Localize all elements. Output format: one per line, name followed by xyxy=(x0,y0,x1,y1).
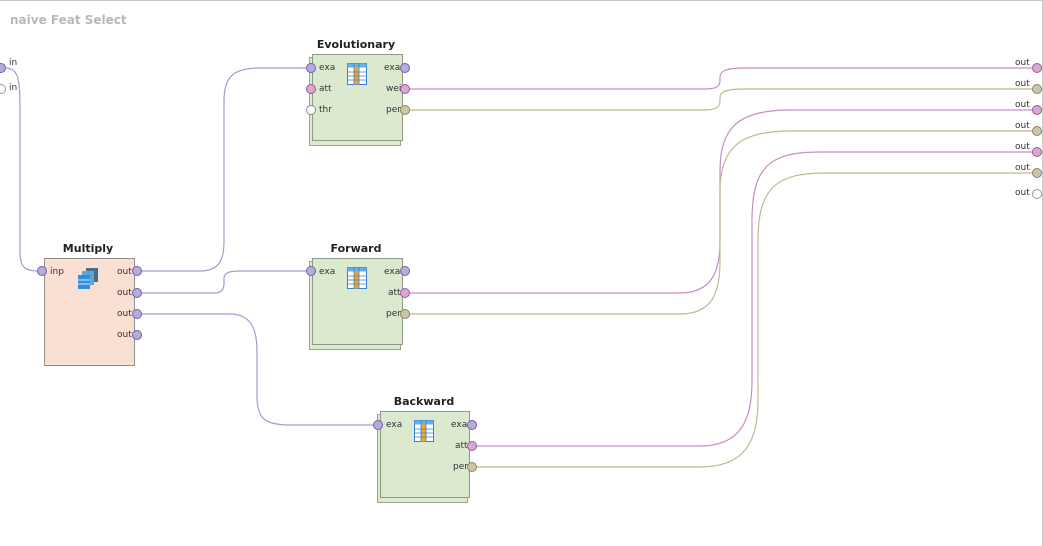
operator-title: Forward xyxy=(330,242,382,255)
port-label: per xyxy=(386,105,401,115)
port-label: out xyxy=(1015,100,1030,110)
evolutionary-port-wei-out[interactable] xyxy=(400,84,410,94)
table-select-icon xyxy=(347,267,367,289)
port-label: out xyxy=(117,267,132,277)
port-label: per xyxy=(386,309,401,319)
port-label: out xyxy=(1015,142,1030,152)
port-circle[interactable] xyxy=(0,63,6,73)
evolutionary-port-exa-in[interactable] xyxy=(306,63,316,73)
port-label: inp xyxy=(50,267,64,277)
forward-port-exa-in[interactable] xyxy=(306,266,316,276)
port-label: per xyxy=(453,462,468,472)
backward-port-exa-out[interactable] xyxy=(467,420,477,430)
backward-port-exa-in[interactable] xyxy=(373,420,383,430)
port-circle[interactable] xyxy=(1032,126,1042,136)
wire-multiply-to-forward xyxy=(141,270,310,294)
port-label: out xyxy=(1015,79,1030,89)
multiply-port-out-1[interactable] xyxy=(132,266,142,276)
port-circle[interactable] xyxy=(1032,63,1042,73)
backward-port-per-out[interactable] xyxy=(467,462,477,472)
table-select-icon xyxy=(414,420,434,442)
port-label: exa xyxy=(386,420,403,430)
wire-forward-per-out xyxy=(408,130,1036,315)
evolutionary-port-thr-in[interactable] xyxy=(306,105,316,115)
operator-title: Backward xyxy=(393,395,455,408)
port-label: wei xyxy=(386,84,402,94)
evolutionary-port-exa-out[interactable] xyxy=(400,63,410,73)
port-label: exa xyxy=(384,267,401,277)
forward-port-att-out[interactable] xyxy=(400,288,410,298)
process-title: naive Feat Select xyxy=(10,13,127,27)
multiply-icon xyxy=(78,268,98,289)
port-label: out xyxy=(117,288,132,298)
port-circle[interactable] xyxy=(1032,147,1042,157)
evolutionary-port-att-in[interactable] xyxy=(306,84,316,94)
operator-title: Evolutionary xyxy=(316,38,396,51)
forward-port-exa-out[interactable] xyxy=(400,266,410,276)
port-label: exa xyxy=(384,63,401,73)
multiply-port-out-4[interactable] xyxy=(132,330,142,340)
port-label: out xyxy=(1015,188,1030,198)
port-label: out xyxy=(117,330,132,340)
wire-evolutionary-wei-out xyxy=(408,67,1036,90)
forward-port-per-out[interactable] xyxy=(400,309,410,319)
multiply-port-out-2[interactable] xyxy=(132,288,142,298)
wire-evolutionary-per-out xyxy=(408,88,1036,111)
wire-forward-att-out xyxy=(408,109,1036,294)
port-label: in xyxy=(9,83,18,93)
backward-port-att-out[interactable] xyxy=(467,441,477,451)
port-label: out xyxy=(1015,163,1030,173)
port-label: in xyxy=(9,58,18,68)
wire-backward-att-out xyxy=(476,151,1036,447)
port-circle[interactable] xyxy=(1032,189,1042,199)
port-circle[interactable] xyxy=(1032,84,1042,94)
evolutionary-port-per-out[interactable] xyxy=(400,105,410,115)
port-label: att xyxy=(388,288,401,298)
port-label: att xyxy=(319,84,332,94)
port-circle[interactable] xyxy=(1032,168,1042,178)
port-label: out xyxy=(117,309,132,319)
operator-title: Multiply xyxy=(62,242,114,255)
wire-backward-per-out xyxy=(476,172,1036,468)
port-label: out xyxy=(1015,121,1030,131)
port-label: thr xyxy=(319,105,332,115)
wire-in-to-multiply xyxy=(4,67,43,272)
port-circle[interactable] xyxy=(1032,105,1042,115)
port-label: exa xyxy=(451,420,468,430)
port-label: exa xyxy=(319,63,336,73)
table-select-icon xyxy=(347,63,367,85)
port-label: att xyxy=(455,441,468,451)
port-label: exa xyxy=(319,267,336,277)
multiply-port-inp[interactable] xyxy=(37,266,47,276)
wire-multiply-to-evolutionary xyxy=(141,67,310,272)
port-label: out xyxy=(1015,58,1030,68)
port-circle[interactable] xyxy=(0,84,6,94)
multiply-port-out-3[interactable] xyxy=(132,309,142,319)
